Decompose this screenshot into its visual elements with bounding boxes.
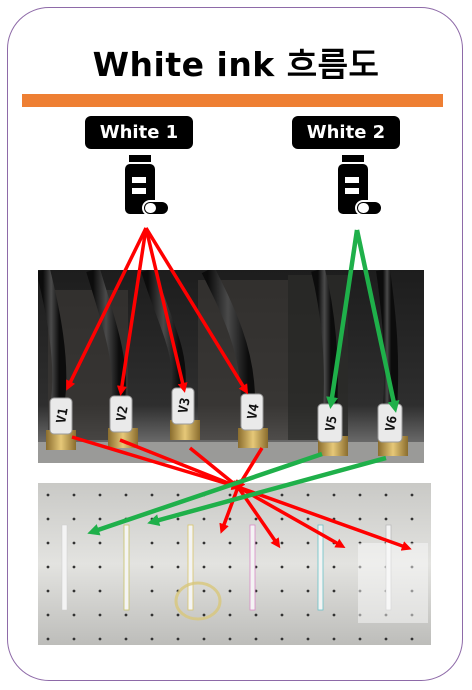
valve-tags: V1 V2 V3 V4 V5 V6 — [49, 387, 403, 443]
valve-photo: V1 V2 V3 V4 V5 V6 — [38, 270, 424, 463]
white-2-label: White 2 — [292, 116, 400, 149]
svg-text:V1: V1 — [54, 407, 72, 425]
valve-tag-v3: V3 — [171, 387, 195, 425]
svg-text:V2: V2 — [114, 405, 131, 423]
svg-text:V3: V3 — [176, 397, 193, 415]
svg-text:V6: V6 — [383, 415, 401, 433]
valve-tag-v1: V1 — [49, 397, 73, 435]
valve-tag-v2: V2 — [109, 395, 133, 433]
svg-text:V4: V4 — [245, 403, 263, 421]
svg-text:V5: V5 — [323, 415, 340, 433]
print-test-photo — [38, 483, 431, 645]
white-1-label: White 1 — [85, 116, 193, 149]
valve-tag-v5: V5 — [317, 403, 343, 443]
valve-tag-v4: V4 — [240, 393, 264, 431]
valve-tag-v6: V6 — [377, 403, 403, 443]
title-divider — [22, 94, 443, 107]
diagram-title: White ink 흐름도 — [92, 45, 380, 84]
